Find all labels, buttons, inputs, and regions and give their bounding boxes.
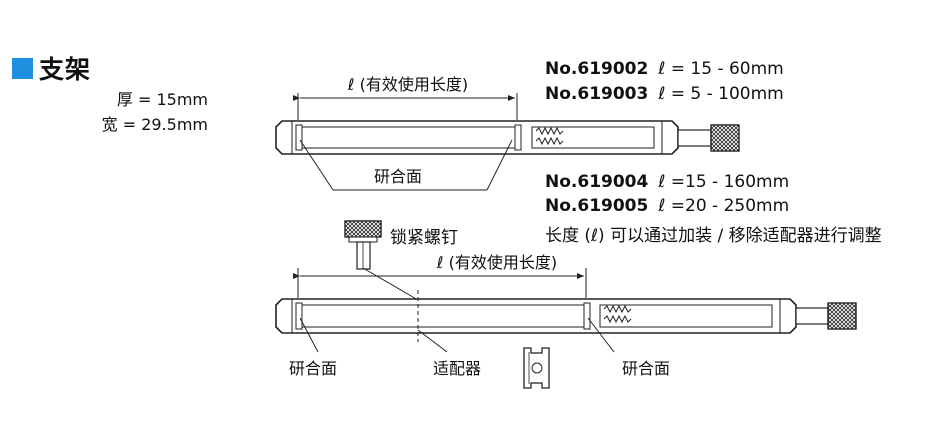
adapter-label: 适配器 — [433, 359, 481, 378]
model-range: ℓ =15 - 160mm — [658, 172, 790, 192]
spec-thickness: 厚 = 15mm — [116, 90, 208, 109]
jaw-left — [295, 302, 303, 330]
knurled-knob-icon — [827, 302, 857, 330]
knurled-knob-icon — [710, 124, 740, 152]
jaw-right — [514, 124, 522, 151]
screw-head-icon — [344, 220, 382, 238]
model-line-619003: No.619003 ℓ = 5 - 100mm — [545, 84, 784, 104]
adapter-part-icon — [523, 347, 550, 389]
lapped-face-label-right: 研合面 — [622, 359, 670, 378]
section-title: 支架 — [12, 50, 91, 86]
dimension-label: ℓ (有效使用长度) — [436, 253, 557, 272]
holder-short: ℓ (有效使用长度) 研合面 — [275, 75, 740, 191]
title-square-icon — [12, 57, 33, 79]
model-number: No.619004 — [545, 172, 649, 192]
model-line-619002: No.619002 ℓ = 15 - 60mm — [545, 59, 784, 79]
lapped-face-label-left: 研合面 — [289, 359, 337, 378]
model-range: ℓ = 5 - 100mm — [658, 84, 784, 104]
jaw-right — [583, 302, 591, 330]
lock-screw: 锁紧螺钉 — [344, 220, 458, 270]
model-number: No.619003 — [545, 84, 649, 104]
model-range: ℓ =20 - 250mm — [658, 196, 790, 216]
spring-icon — [535, 126, 564, 136]
model-number: No.619005 — [545, 196, 649, 216]
model-line-619004: No.619004 ℓ =15 - 160mm — [545, 172, 789, 192]
title-text: 支架 — [39, 55, 92, 84]
spec-width: 宽 = 29.5mm — [101, 115, 208, 134]
lapped-face-label: 研合面 — [374, 167, 422, 186]
lock-screw-label: 锁紧螺钉 — [390, 228, 458, 248]
model-number: No.619002 — [545, 59, 649, 79]
model-line-619005: No.619005 ℓ =20 - 250mm — [545, 196, 789, 216]
model-range: ℓ = 15 - 60mm — [658, 59, 784, 79]
adjust-note: 长度 (ℓ) 可以通过加装 / 移除适配器进行调整 — [545, 226, 882, 246]
jaw-left — [295, 124, 303, 151]
spring-icon — [603, 304, 632, 314]
dimension-label: ℓ (有效使用长度) — [347, 75, 468, 94]
holder-long: ℓ (有效使用长度) 研合面 适配器 研合面 — [275, 253, 857, 378]
